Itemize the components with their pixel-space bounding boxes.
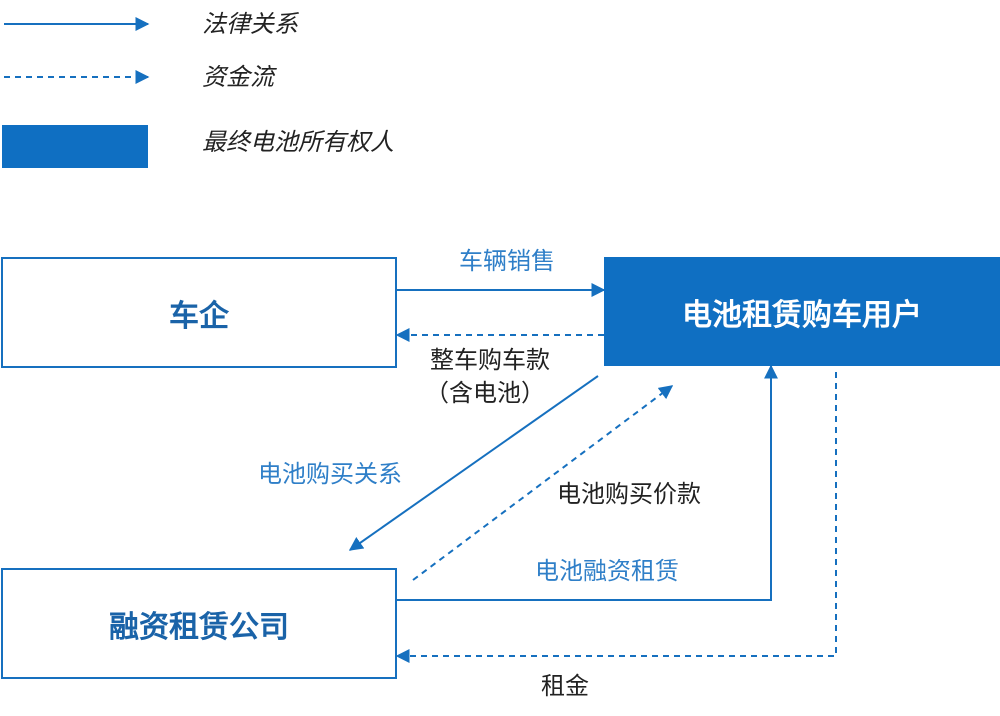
label-vehicle-payment-battery: （含电池） bbox=[425, 379, 545, 407]
legend-legal-label: 法律关系 bbox=[202, 10, 298, 38]
node-leasing-company: 融资租赁公司 bbox=[1, 568, 397, 679]
label-vehicle-payment: 整车购车款 bbox=[430, 346, 550, 374]
label-battery-finance-lease: 电池融资租赁 bbox=[535, 557, 679, 585]
label-vehicle-sale: 车辆销售 bbox=[459, 247, 555, 275]
edge-battery-finance-lease-arrow bbox=[397, 364, 778, 601]
legend-owner-swatch bbox=[2, 125, 148, 168]
label-rent: 租金 bbox=[541, 672, 589, 700]
node-battery-lease-user: 电池租赁购车用户 bbox=[604, 257, 1000, 366]
node-oem: 车企 bbox=[1, 257, 397, 368]
legend-fund-label: 资金流 bbox=[202, 63, 274, 91]
edge-battery-purchase-relation-arrow bbox=[348, 375, 599, 551]
label-battery-purchase-relation: 电池购买关系 bbox=[258, 460, 402, 488]
label-battery-purchase-payment: 电池购买价款 bbox=[557, 480, 701, 508]
edge-rent-arrow bbox=[395, 372, 837, 663]
edge-battery-purchase-payment-arrow bbox=[412, 385, 674, 581]
legend-owner-label: 最终电池所有权人 bbox=[202, 128, 394, 156]
